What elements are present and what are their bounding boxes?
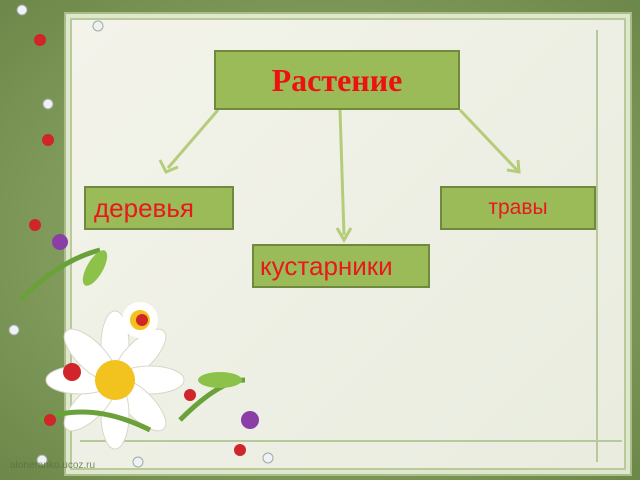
child-node-shrubs: кустарники xyxy=(252,244,430,288)
child-node-label: кустарники xyxy=(260,250,393,281)
watermark: aloneranko.ucoz.ru xyxy=(10,460,96,471)
arrow-to-shrubs xyxy=(338,109,346,236)
child-node-trees: деревья xyxy=(84,186,234,230)
flower-decoration xyxy=(8,4,274,468)
arrowhead-trees xyxy=(158,159,179,174)
root-node-label: Растение xyxy=(271,61,403,98)
arrow-to-grasses xyxy=(458,108,519,172)
child-node-label: травы xyxy=(488,196,548,219)
arrow-to-trees xyxy=(166,109,220,169)
frame-line xyxy=(80,440,622,442)
child-node-label: деревья xyxy=(94,192,194,223)
child-node-grasses: травы xyxy=(440,186,596,230)
root-node-box: Растение xyxy=(214,50,460,110)
frame-line xyxy=(596,30,598,462)
arrowhead-grasses xyxy=(506,159,521,174)
arrowhead-shrubs xyxy=(335,227,353,243)
